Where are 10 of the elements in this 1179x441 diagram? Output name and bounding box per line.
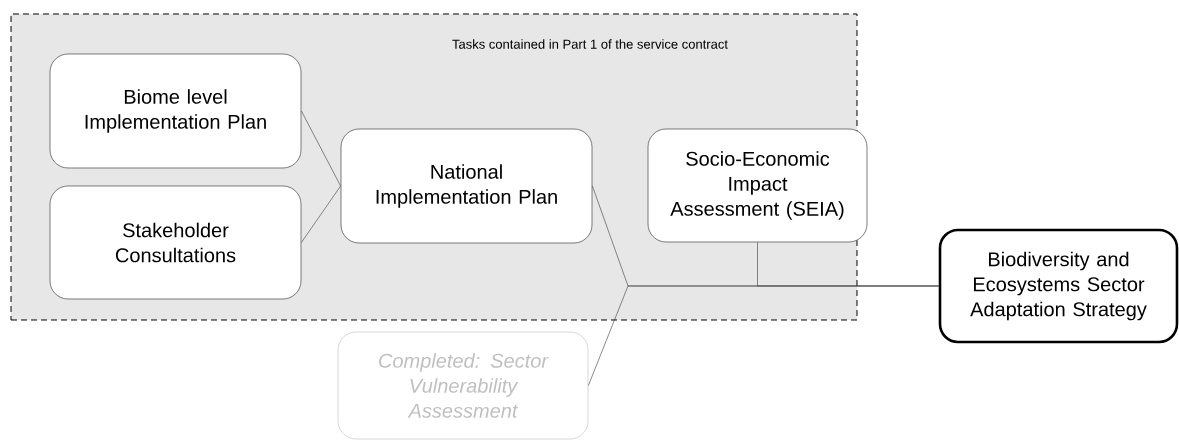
- process-box: Biome level Implementation Plan: [49, 53, 302, 169]
- process-box: National Implementation Plan: [340, 128, 593, 244]
- connector-line: [301, 110, 341, 187]
- connector-line: [301, 185, 341, 243]
- process-box: Biodiversity and Ecosystems Sector Adaptation Strategy: [938, 228, 1179, 344]
- connector-line: [588, 285, 939, 386]
- process-box: Stakeholder Consultations: [49, 185, 302, 300]
- process-box: Completed: Sector Vulnerability Assessment: [337, 331, 589, 440]
- process-box: Socio-Economic Impact Assessment (SEIA): [647, 128, 868, 243]
- group-heading: Tasks contained in Part 1 of the service contract: [452, 39, 728, 49]
